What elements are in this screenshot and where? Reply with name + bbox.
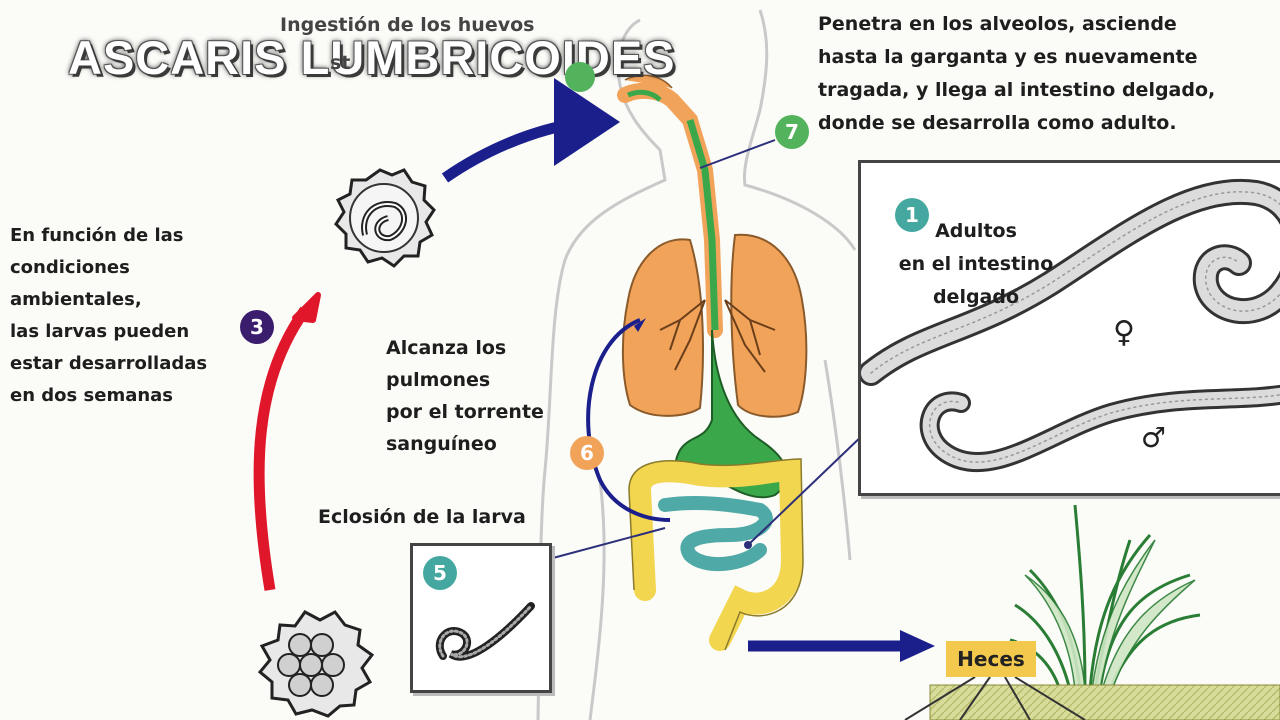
adult-worms-icon — [861, 178, 1280, 473]
large-intestine-outline — [628, 458, 804, 651]
step-badge-2-partial — [565, 62, 595, 92]
unembryonated-egg-icon — [257, 610, 375, 718]
step1-caption: Adultos en el intestino delgado — [881, 215, 1071, 314]
soil — [929, 684, 1280, 720]
step3-line: estar desarrolladas — [10, 353, 208, 374]
larva-box — [410, 543, 552, 693]
step7-caption: Penetra en los alveolos, asciende hasta … — [818, 8, 1215, 140]
heces-lines — [904, 676, 1086, 720]
grass-fill — [1024, 539, 1196, 691]
ingestion-caption-line1: Ingestión de los huevos — [280, 14, 535, 36]
step3-caption: En función de las condiciones ambientale… — [10, 220, 207, 412]
step-badge-7: 7 — [775, 115, 809, 149]
step5-caption: Eclosión de la larva — [318, 506, 526, 528]
step7-line: tragada, y llega al intestino delgado, — [818, 79, 1216, 101]
development-arrow — [253, 306, 310, 591]
heces-label: Heces — [946, 641, 1036, 677]
step7-line: Penetra en los alveolos, asciende — [818, 13, 1177, 35]
step6-caption: Alcanza los pulmones por el torrente san… — [386, 332, 544, 460]
step7-line: donde se desarrolla como adulto. — [818, 112, 1177, 134]
ingestion-caption: Ingestión de los huevos — [280, 14, 534, 36]
small-intestine — [658, 495, 773, 572]
step6-line: Alcanza los — [386, 337, 507, 359]
step6-line: pulmones — [386, 369, 491, 391]
step3-line: En función de las — [10, 225, 184, 246]
embryonated-egg-icon — [334, 168, 436, 268]
step-badge-5: 5 — [423, 556, 457, 590]
stomach — [675, 329, 788, 499]
step-badge-3: 3 — [240, 310, 274, 344]
large-intestine — [628, 458, 804, 651]
step3-line: en dos semanas — [10, 385, 174, 406]
lungs — [621, 233, 808, 418]
step1-line: Adultos — [935, 220, 1017, 242]
step-badge-6: 6 — [570, 436, 604, 470]
step1-line: delgado — [932, 286, 1020, 308]
step3-line: condiciones — [10, 257, 130, 278]
step6-line: sanguíneo — [386, 433, 497, 455]
larva-icon — [435, 602, 535, 661]
step3-line: ambientales, — [10, 289, 142, 310]
female-symbol: ♀ — [1113, 315, 1135, 350]
pointer-lines — [537, 139, 867, 563]
human-body-outline — [536, 9, 857, 720]
step3-line: las larvas pueden — [10, 321, 190, 342]
step7-line: hasta la garganta y es nuevamente — [818, 46, 1198, 68]
ingestion-arrow — [441, 78, 620, 183]
esophagus — [617, 74, 723, 338]
ingestion-caption-tail: st — [330, 52, 351, 74]
step1-line: en el intestino — [898, 253, 1054, 275]
male-symbol: ♂ — [1141, 421, 1167, 454]
step-badge-1: 1 — [895, 198, 929, 232]
step6-line: por el torrente — [386, 401, 544, 423]
